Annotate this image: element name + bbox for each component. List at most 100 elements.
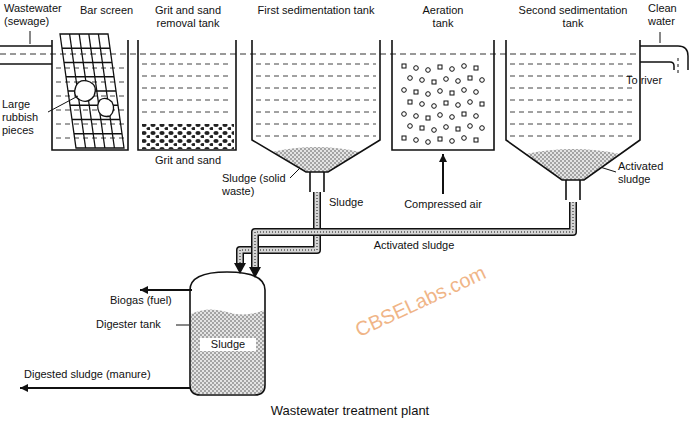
part-label: Digested sludge (manure) <box>24 368 188 381</box>
air-bubble <box>480 78 485 83</box>
water-line <box>142 76 232 77</box>
tank-label: Aeration tank <box>412 4 474 30</box>
tank: Aeration tank <box>388 2 498 154</box>
outlet <box>310 172 324 192</box>
water-line <box>510 136 636 137</box>
air-bubble <box>426 116 430 120</box>
outlet-pipe <box>640 46 688 74</box>
air-bubble <box>414 66 419 71</box>
part-label: Activated sludge <box>618 160 680 186</box>
outlet-pipe <box>640 46 688 70</box>
air-bubble <box>456 103 461 108</box>
inlet-pipe <box>0 45 52 47</box>
air-bubble <box>402 64 406 68</box>
manure-pipe <box>20 387 190 389</box>
water-line <box>56 68 124 69</box>
water-line <box>256 88 376 89</box>
water-line <box>256 64 376 65</box>
water-line <box>510 112 636 113</box>
air-bubble <box>408 100 412 104</box>
water-line <box>256 100 376 101</box>
water-line <box>510 124 636 125</box>
water-line <box>56 138 124 139</box>
air-bubble <box>420 78 425 83</box>
water-surface <box>0 54 640 55</box>
air-bubble <box>474 114 479 119</box>
air-bubble <box>474 90 479 95</box>
air-bubble <box>426 68 431 73</box>
air-bubble <box>462 88 467 93</box>
air-bubble <box>480 102 484 106</box>
tank-label: First sedimentation tank <box>256 4 376 17</box>
tank-label: Second sedimentation tank <box>508 4 638 30</box>
air-bubble <box>456 79 461 84</box>
air-pipe <box>442 154 444 194</box>
sludge-fill <box>191 309 264 394</box>
outlet-pipe <box>678 58 679 74</box>
air-bubble <box>408 76 413 81</box>
tank-label: Grit and sand removal tank <box>138 4 238 30</box>
outlet-pipe <box>640 62 674 70</box>
water-line <box>510 64 636 65</box>
air-bubble <box>468 76 472 80</box>
air-bubble <box>432 80 436 84</box>
tank: First sedimentation tank <box>246 2 386 192</box>
tank-wall <box>252 40 380 172</box>
air-bubble <box>474 66 478 70</box>
air-bubble <box>438 113 443 118</box>
air-bubble <box>450 139 455 144</box>
water-line <box>142 112 232 113</box>
water-line <box>56 124 124 125</box>
air-bubble <box>444 77 449 82</box>
air-bubble <box>438 65 442 69</box>
part-label: Sludge (solid waste) <box>222 172 288 198</box>
tank-wall <box>506 40 640 180</box>
leader-line <box>30 31 31 44</box>
inlet-pipe <box>0 63 52 65</box>
air-bubble <box>474 138 478 142</box>
air-bubble <box>468 124 473 129</box>
leader-line <box>48 96 78 112</box>
rubbish-pieces <box>75 81 96 102</box>
air-bubble <box>402 88 407 93</box>
tank-label: Digester tank <box>96 318 176 331</box>
part-label: Compressed air <box>393 198 493 211</box>
leader-line <box>176 325 189 326</box>
biogas-pipe <box>140 289 192 291</box>
part-label: To river <box>626 74 674 87</box>
water-line <box>510 76 636 77</box>
part-label: Biogas (fuel) <box>110 294 188 307</box>
pipe-label: Sludge <box>327 196 365 209</box>
part-label: Grit and sand <box>132 154 244 167</box>
air-bubble <box>426 140 431 145</box>
grit-layer <box>142 124 234 149</box>
water-line <box>142 88 232 89</box>
pipe-label: Activated sludge <box>372 239 457 252</box>
tank-wall <box>138 40 236 150</box>
air-bubble <box>438 89 443 94</box>
bar-screen <box>60 34 124 148</box>
watermark: CBSELabs.com <box>352 261 490 342</box>
sludge-pipe <box>249 202 573 278</box>
air-bubble <box>456 127 460 131</box>
air-bubble <box>414 138 419 143</box>
manure-pipe <box>20 388 190 389</box>
air-bubble <box>408 124 413 129</box>
air-pipe <box>443 154 444 194</box>
tank: Grit and sand removal tankGrit and sand <box>132 2 244 170</box>
rubbish-pieces <box>98 98 114 116</box>
air-bubble <box>438 137 442 141</box>
caption: Wastewater treatment plant <box>200 403 500 418</box>
air-bubble <box>450 67 455 72</box>
screen-bar <box>62 48 110 49</box>
screen-frame <box>60 34 124 148</box>
pipe-sludge <box>255 202 573 269</box>
water-line <box>256 112 376 113</box>
air-bubble <box>468 100 473 105</box>
air-bubble <box>450 91 454 95</box>
water-line <box>510 100 636 101</box>
air-bubble <box>402 112 407 117</box>
part-label: Sludge <box>200 338 256 351</box>
water-line <box>510 88 636 89</box>
